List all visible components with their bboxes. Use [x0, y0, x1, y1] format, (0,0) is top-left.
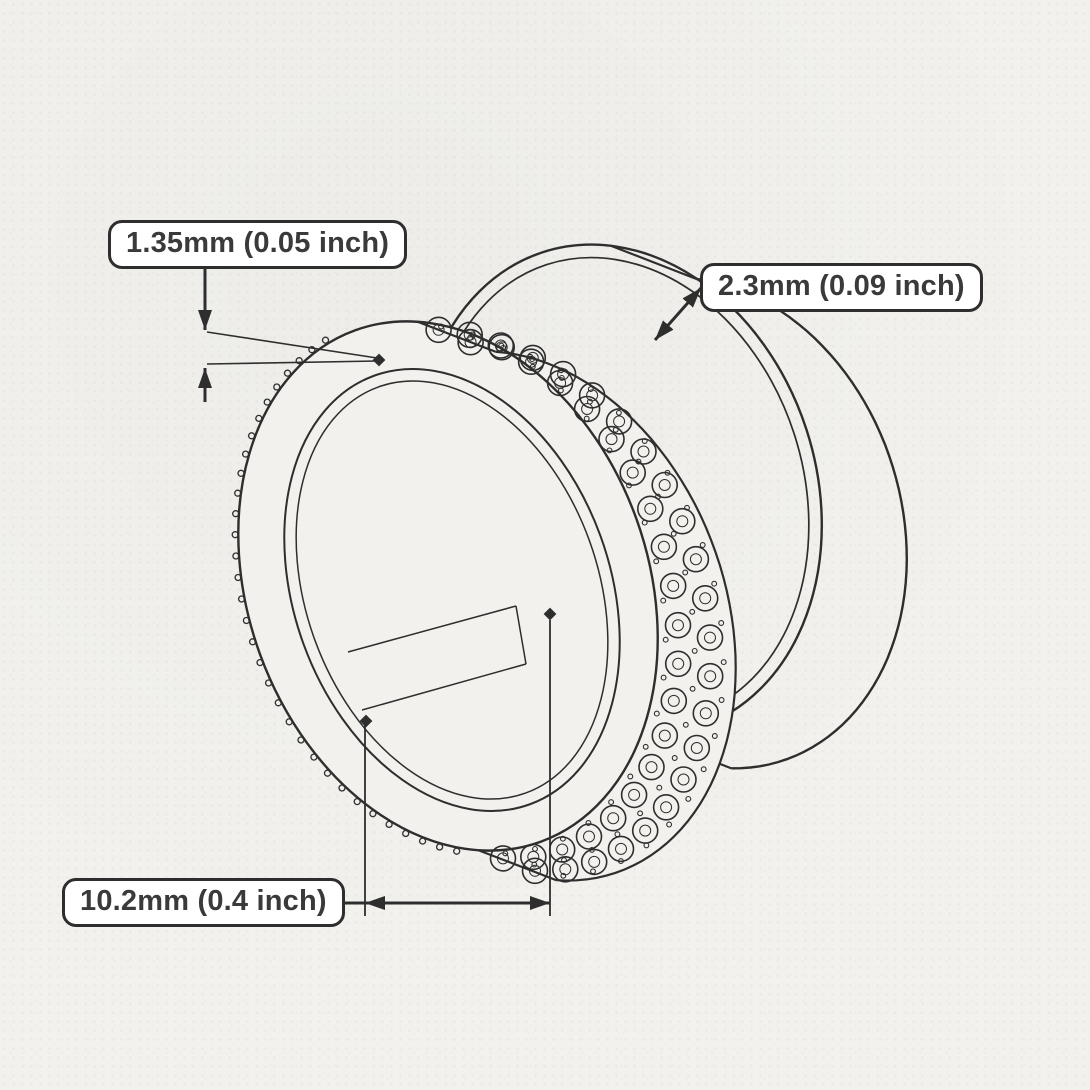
dimension-annotations: [198, 268, 703, 916]
prong-dots: [438, 323, 727, 879]
dimension-label-band-width: 2.3mm (0.09 inch): [700, 263, 983, 312]
thickness-leader-top: [206, 331, 378, 359]
dimension-label-inner-diameter: 10.2mm (0.4 inch): [62, 878, 345, 927]
width-double-arrow-icon: [653, 287, 703, 341]
thickness-leader-bottom: [206, 360, 378, 365]
ref-point-thickness: [372, 353, 386, 367]
dimension-label-band-thickness: 1.35mm (0.05 inch): [108, 220, 408, 269]
diamond-stones: [425, 316, 724, 885]
scallop-texture: [231, 336, 461, 855]
inner-reflection-lines: [347, 605, 527, 711]
pave-eternity-ring: [231, 316, 737, 885]
